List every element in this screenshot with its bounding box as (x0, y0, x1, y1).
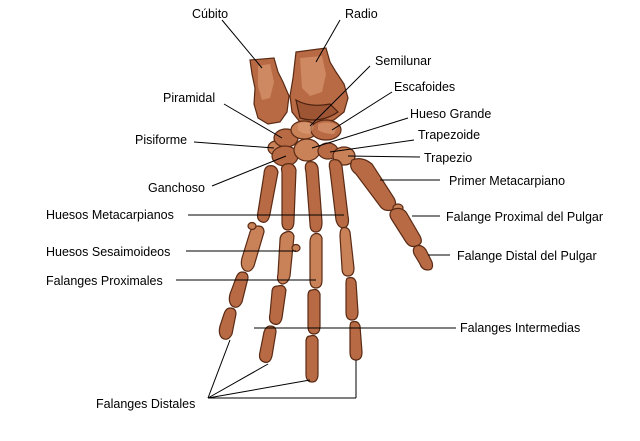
ulna-bone (249, 57, 290, 125)
label-escafoides: Escafoides (394, 80, 455, 94)
ring-finger-bones (258, 163, 297, 363)
label-primer-metacarpiano: Primer Metacarpiano (449, 174, 565, 188)
label-hueso-grande: Hueso Grande (410, 107, 491, 121)
label-falanges-proximales: Falanges Proximales (46, 274, 163, 288)
label-ganchoso: Ganchoso (148, 181, 205, 195)
label-huesos-sesamoideos: Huesos Sesaimoideos (46, 245, 170, 259)
label-semilunar: Semilunar (375, 54, 431, 68)
index-finger-bones (328, 159, 363, 361)
thumb-bones (350, 158, 434, 271)
carpal-bones (267, 119, 356, 167)
label-radio: Radio (345, 7, 378, 21)
label-piramidal: Piramidal (163, 91, 215, 105)
first-metacarpal-bone (350, 158, 397, 212)
thumb-proximal-phalanx (389, 207, 422, 248)
label-falanges-distales: Falanges Distales (96, 397, 195, 411)
label-trapezio: Trapezio (424, 151, 472, 165)
label-huesos-metacarpianos: Huesos Metacarpianos (46, 208, 174, 222)
radius-bone (289, 47, 349, 125)
label-trapezoide: Trapezoide (418, 128, 480, 142)
label-falange-proximal-pulgar: Falange Proximal del Pulgar (446, 210, 603, 224)
label-cubito: Cúbito (192, 7, 228, 21)
label-pisiforme: Pisiforme (135, 133, 187, 147)
bones-group (218, 47, 434, 383)
leader-lines (176, 19, 456, 399)
labels: Cúbito Radio Semilunar Escafoides Pirami… (46, 7, 603, 411)
label-falange-distal-pulgar: Falange Distal del Pulgar (457, 249, 597, 263)
capitate-bone (293, 138, 321, 162)
middle-finger-bones (304, 161, 323, 383)
label-falanges-intermedias: Falanges Intermedias (460, 321, 580, 335)
thumb-distal-phalanx (412, 244, 434, 271)
little-finger-bones (218, 165, 301, 340)
